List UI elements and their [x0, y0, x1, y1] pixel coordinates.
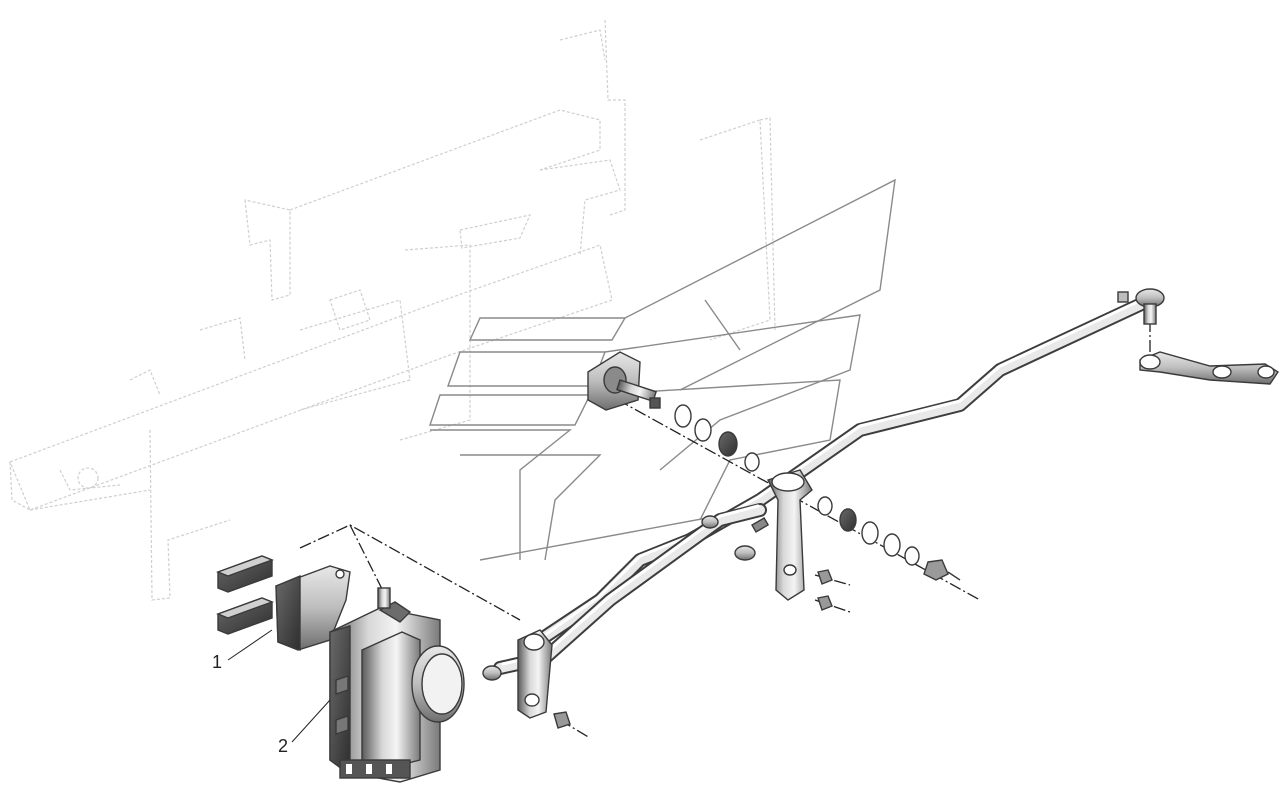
tie-rod-end — [1117, 288, 1165, 325]
steering-gearbox — [329, 587, 465, 783]
steering-arm-right — [1139, 351, 1279, 385]
ball-joints — [701, 515, 833, 611]
washer-stack-lower — [817, 496, 961, 581]
washer-stack-upper — [674, 404, 760, 472]
callout-2: 2 — [278, 699, 331, 756]
pitman-arm — [482, 629, 571, 729]
mounting-bracket-upper — [587, 351, 661, 411]
callout-1: 1 — [212, 629, 273, 672]
callout-label-2: 2 — [278, 736, 288, 756]
spacer-blocks — [216, 555, 274, 635]
frame-ghost — [9, 19, 776, 601]
callout-label-1: 1 — [212, 652, 222, 672]
idler-arm — [767, 469, 813, 601]
drag-link — [533, 293, 1157, 647]
gearbox-bracket — [275, 565, 351, 651]
